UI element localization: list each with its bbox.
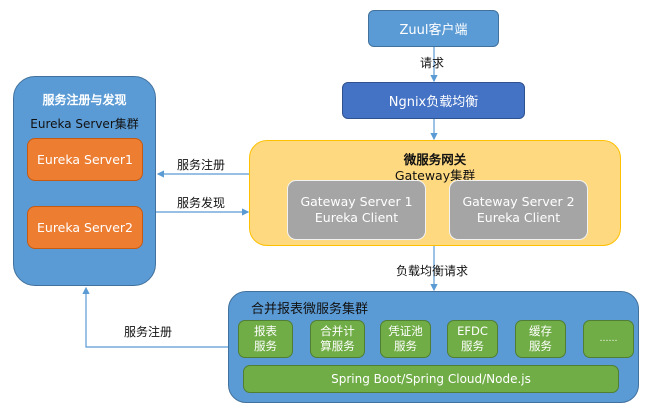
service-cache-line2: 服务 xyxy=(529,339,552,353)
service-more: …… xyxy=(583,320,634,358)
edge-label-load-balance-request: 负载均衡请求 xyxy=(396,264,469,278)
eureka-server-2: Eureka Server2 xyxy=(27,206,143,249)
service-consolidation-calc: 合并计 算服务 xyxy=(310,320,365,358)
nginx-label: Ngnix负载均衡 xyxy=(388,95,479,110)
gateway-server-1-name: Gateway Server 1 xyxy=(300,194,413,209)
service-voucher-pool-line2: 服务 xyxy=(394,339,417,353)
gateway-server-1-role: Eureka Client xyxy=(314,210,399,225)
eureka-cluster: 服务注册与发现 Eureka Server集群 xyxy=(13,76,156,286)
platform-label: Spring Boot/Spring Cloud/Node.js xyxy=(331,371,531,386)
service-more-ellipsis: …… xyxy=(599,333,618,344)
service-consolidation-calc-line2: 算服务 xyxy=(320,339,355,353)
platform-bar: Spring Boot/Spring Cloud/Node.js xyxy=(243,365,619,393)
service-cache-line1: 缓存 xyxy=(529,324,552,338)
edge-label-request: 请求 xyxy=(420,56,445,70)
edge-label-service-register-bottom: 服务注册 xyxy=(124,325,173,339)
gateway-server-2-role: Eureka Client xyxy=(476,210,561,225)
eureka-server-1-label: Eureka Server1 xyxy=(37,152,133,167)
edge-label-service-register: 服务注册 xyxy=(177,158,226,172)
service-voucher-pool-line1: 凭证池 xyxy=(388,324,423,338)
service-cache: 缓存 服务 xyxy=(515,320,566,358)
service-report: 报表 服务 xyxy=(238,320,293,358)
service-efdc: EFDC 服务 xyxy=(447,320,498,358)
zuul-client: Zuul客户端 xyxy=(368,10,499,47)
gateway-server-2-name: Gateway Server 2 xyxy=(462,194,575,209)
service-report-line1: 报表 xyxy=(254,324,277,338)
service-report-line2: 服务 xyxy=(254,339,277,353)
edge-label-service-discovery: 服务发现 xyxy=(177,196,226,210)
eureka-server-1: Eureka Server1 xyxy=(27,138,143,181)
eureka-cluster-title: 服务注册与发现 xyxy=(42,93,127,107)
eureka-cluster-subtitle: Eureka Server集群 xyxy=(30,117,139,131)
gateway-subtitle: Gateway集群 xyxy=(394,168,476,183)
zuul-client-label: Zuul客户端 xyxy=(399,23,468,38)
gateway-server-2: Gateway Server 2 Eureka Client xyxy=(449,180,588,240)
service-efdc-line1: EFDC xyxy=(457,324,488,338)
gateway-server-1: Gateway Server 1 Eureka Client xyxy=(287,180,426,240)
edge-cluster-register xyxy=(82,286,228,348)
eureka-server-2-label: Eureka Server2 xyxy=(37,220,133,235)
service-efdc-line2: 服务 xyxy=(461,339,484,353)
service-voucher-pool: 凭证池 服务 xyxy=(380,320,431,358)
service-consolidation-calc-line1: 合并计 xyxy=(320,324,355,338)
gateway-title: 微服务网关 xyxy=(403,152,467,167)
nginx-load-balancer: Ngnix负载均衡 xyxy=(342,82,525,119)
microservice-cluster-title: 合并报表微服务集群 xyxy=(251,302,369,317)
